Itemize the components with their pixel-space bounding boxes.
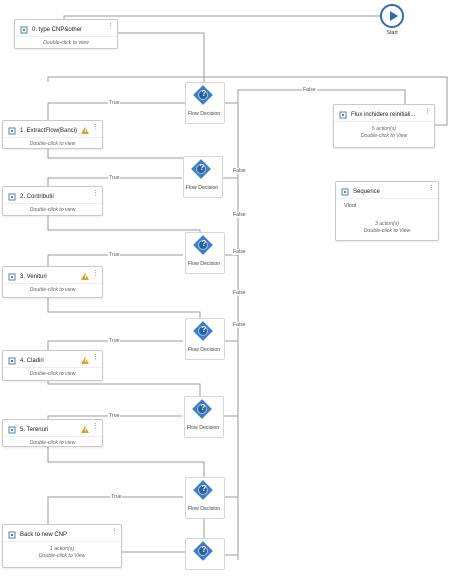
activity-title: Flux inchidere reinitiali... xyxy=(351,111,416,118)
true-label: True xyxy=(108,252,121,258)
activity-hint: Double-click to View xyxy=(363,228,411,234)
sequence-icon xyxy=(8,193,16,200)
false-label: False xyxy=(232,290,247,296)
connector-d1-true xyxy=(47,102,185,120)
start-icon xyxy=(380,4,404,28)
flow-decision-3[interactable]: ? Flow Decision xyxy=(185,232,225,274)
connector-false-trunk xyxy=(237,89,406,560)
flow-decision-7[interactable]: ? xyxy=(185,538,225,570)
connector-a5-d6 xyxy=(47,445,205,477)
sequence-icon xyxy=(8,426,16,433)
flow-decision-4[interactable]: ? Flow Decision xyxy=(185,318,225,360)
flow-decision-label: Flow Decision xyxy=(187,506,221,512)
warning-icon xyxy=(81,127,89,134)
warning-icon xyxy=(81,426,89,433)
back-to-new-cnp-activity[interactable]: Back to new CNP ⋮ 1 action(s) Double-cli… xyxy=(2,524,122,568)
more-options-icon[interactable]: ⋮ xyxy=(111,528,118,535)
connector-start xyxy=(63,15,380,19)
connector-back-loop xyxy=(119,540,185,553)
sequence-icon xyxy=(341,188,349,195)
activity-4[interactable]: 4. Cladiri ⋮ Double-click to view xyxy=(2,350,103,381)
connector-d6-true xyxy=(47,496,183,524)
connector-d5-true xyxy=(47,415,182,419)
activity-2[interactable]: 2. Contributii ⋮ Double-click to view xyxy=(2,186,103,216)
flux-inchidere-activity[interactable]: Flux inchidere reinitiali... ⋮ 5 action(… xyxy=(333,104,435,148)
sequence-icon xyxy=(20,26,28,33)
false-label: False xyxy=(302,87,317,93)
action-count: 5 action(s) xyxy=(371,126,397,132)
connector-d2-true xyxy=(47,177,182,186)
activity-0[interactable]: 0. type CNP&other ⋮ Double-click to view xyxy=(14,19,118,49)
activity-3[interactable]: 3. Venituri ⋮ Double-click to view xyxy=(2,266,103,298)
flow-decision-label: Flow Decision xyxy=(185,185,219,191)
more-options-icon[interactable]: ⋮ xyxy=(428,185,435,192)
action-count: 1 action(s) xyxy=(49,546,75,552)
activity-title: 2. Contributii xyxy=(20,193,54,200)
action-count: 3 action(s) xyxy=(374,221,400,227)
activity-hint: Double-click to view xyxy=(29,287,76,293)
activity-title: 3. Venituri xyxy=(20,273,47,280)
false-label: False xyxy=(232,212,247,218)
start-node[interactable]: Start xyxy=(380,4,404,36)
flow-decision-5[interactable]: ? Flow Decision xyxy=(184,396,224,438)
connector-a0-d1 xyxy=(100,32,205,82)
true-label: True xyxy=(110,494,123,500)
flow-decision-label: Flow Decision xyxy=(187,347,221,353)
activity-hint: Double-click to View xyxy=(38,553,86,559)
more-options-icon[interactable]: ⋮ xyxy=(92,124,99,131)
sequence-icon xyxy=(8,273,16,280)
activity-hint: Double-click to View xyxy=(360,133,408,139)
false-label: False xyxy=(232,322,247,328)
activity-title: Sequence xyxy=(353,188,381,195)
connector-a1-d2 xyxy=(47,148,201,159)
warning-icon xyxy=(81,273,89,280)
activity-5[interactable]: 5. Terenuri ⋮ Double-click to view xyxy=(2,419,103,447)
connector-a2-d3 xyxy=(47,214,201,232)
activity-hint: Double-click to view xyxy=(29,440,76,446)
connector-a4-d5 xyxy=(47,379,201,396)
sequence-icon xyxy=(8,127,16,134)
activity-title: 4. Cladiri xyxy=(20,357,44,364)
activity-hint: Double-click to view xyxy=(29,371,76,377)
connector-d4-true xyxy=(47,340,183,350)
flow-decision-2[interactable]: ? Flow Decision xyxy=(183,156,223,198)
sequence-icon xyxy=(8,531,16,538)
true-label: True xyxy=(108,100,121,106)
false-label: False xyxy=(232,249,247,255)
more-options-icon[interactable]: ⋮ xyxy=(107,23,114,30)
true-label: True xyxy=(108,413,121,419)
connector-flux-loop xyxy=(47,76,448,126)
connector-d3-true xyxy=(47,254,183,266)
flow-decision-6[interactable]: ? Flow Decision xyxy=(185,477,225,519)
more-options-icon[interactable]: ⋮ xyxy=(92,354,99,361)
flow-decision-label: Flow Decision xyxy=(186,425,220,431)
flow-decision-label: Flow Decision xyxy=(187,111,221,117)
sequence-icon xyxy=(339,111,347,118)
activity-1[interactable]: 1. ExtractFlow(Banci) ⋮ Double-click to … xyxy=(2,120,103,149)
activity-hint: Double-click to view xyxy=(29,141,76,147)
sequence-content: Vlool xyxy=(344,203,357,209)
sequence-icon xyxy=(8,357,16,364)
start-label: Start xyxy=(386,30,398,36)
more-options-icon[interactable]: ⋮ xyxy=(424,108,431,115)
more-options-icon[interactable]: ⋮ xyxy=(92,190,99,197)
connector-a3-d4 xyxy=(47,296,201,318)
activity-hint: Double-click to view xyxy=(43,40,89,46)
true-label: True xyxy=(108,175,121,181)
sequence-activity[interactable]: Sequence ⋮ Vlool 3 action(s) Double-clic… xyxy=(335,181,439,241)
flow-decision-1[interactable]: ? Flow Decision xyxy=(185,82,225,124)
flow-decision-label: Flow Decision xyxy=(187,261,221,267)
more-options-icon[interactable]: ⋮ xyxy=(92,423,99,430)
activity-hint: Double-click to view xyxy=(29,207,76,213)
true-label: True xyxy=(108,338,121,344)
activity-title: 0. type CNP&other xyxy=(32,26,83,33)
more-options-icon[interactable]: ⋮ xyxy=(92,270,99,277)
activity-title: 5. Terenuri xyxy=(20,426,49,433)
warning-icon xyxy=(81,357,89,364)
false-label: False xyxy=(232,168,247,174)
activity-title: 1. ExtractFlow(Banci) xyxy=(20,127,78,134)
activity-title: Back to new CNP xyxy=(20,531,68,538)
